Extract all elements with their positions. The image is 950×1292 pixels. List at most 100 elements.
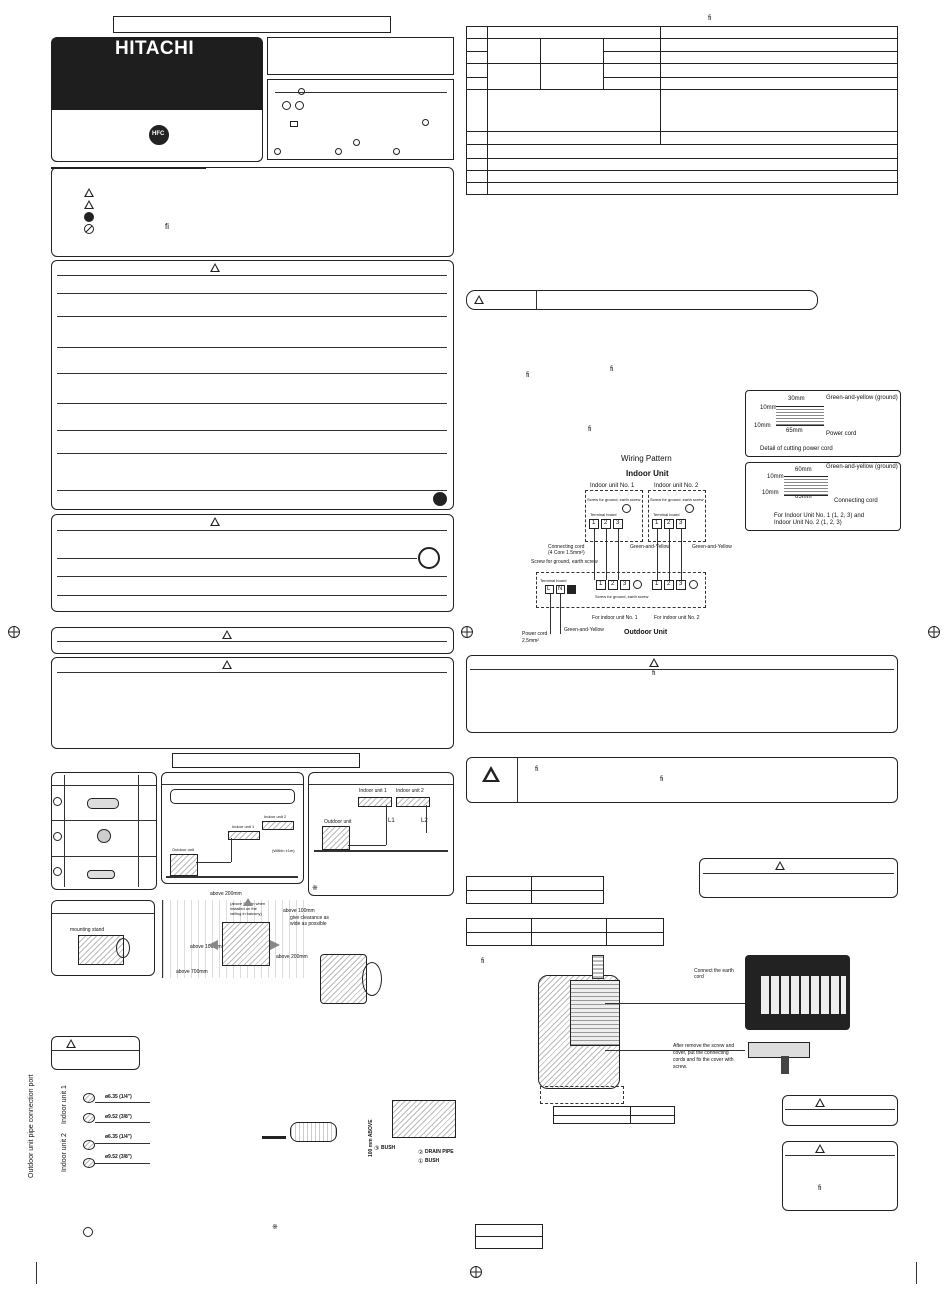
small-warning-box-1 bbox=[782, 1095, 898, 1126]
dot-symbol-icon-2 bbox=[422, 119, 429, 126]
circle-symbol-icon bbox=[282, 101, 291, 110]
drain-hose-graphic bbox=[290, 1122, 337, 1142]
power-terminal-l bbox=[545, 585, 554, 594]
outdoor-2-t2: 2 bbox=[667, 581, 671, 587]
wiring-caution-strip bbox=[466, 290, 818, 310]
small-table-2 bbox=[466, 918, 664, 946]
precautions-box bbox=[51, 167, 454, 257]
dot-symbol-icon-5 bbox=[335, 148, 342, 155]
outdoor-unit-side-graphic bbox=[320, 954, 367, 1004]
mounting-stand-box bbox=[51, 900, 155, 976]
after-remove-3: cords and fix the cover with bbox=[673, 1057, 734, 1063]
small-table-3 bbox=[553, 1106, 675, 1124]
reference-mark: ※ bbox=[312, 885, 318, 892]
above-200b-label: above 200mm bbox=[276, 954, 308, 960]
pipe-indoor-1-label: Indoor unit 1 bbox=[61, 1085, 68, 1124]
outdoor-unit-clearance-graphic bbox=[222, 922, 270, 966]
drain-pipe-number: ② bbox=[418, 1150, 424, 1156]
above-200-note-2: installed on the bbox=[230, 906, 257, 911]
bush-2-label: BUSH bbox=[425, 1158, 440, 1164]
connecting-cord-cutting-box bbox=[745, 462, 901, 531]
dot-symbol-icon-6 bbox=[393, 148, 400, 155]
indoor-2-terminal-3 bbox=[676, 519, 686, 529]
for-no1-label: For indoor unit No. 1 bbox=[592, 615, 638, 621]
outdoor-2-terminal-3 bbox=[676, 580, 686, 590]
outdoor-1-terminal-3 bbox=[620, 580, 630, 590]
pipe-indoor-2-label: Indoor unit 2 bbox=[61, 1133, 68, 1172]
bush-1-label: BUSH bbox=[381, 1145, 396, 1151]
pipe-diameter-4: ø9.52 (3/8") bbox=[105, 1154, 132, 1160]
fi-glyph-6: ﬁ bbox=[535, 766, 539, 773]
connecting-cord-label: Connecting cord bbox=[834, 498, 878, 504]
indoor-2-terminal-zone bbox=[648, 490, 706, 542]
precautions-header bbox=[51, 167, 206, 169]
warning-box-right bbox=[466, 757, 898, 803]
l2-label: L2 bbox=[421, 818, 428, 824]
wiring-indoor-no2: Indoor unit No. 2 bbox=[654, 483, 699, 489]
pipe-diameter-1: ø6.35 (1/4") bbox=[105, 1094, 132, 1100]
outdoor-2-ground-icon bbox=[689, 580, 698, 589]
intro-box bbox=[267, 37, 454, 75]
caution-triangle-icon bbox=[84, 200, 94, 209]
small-warning-box-1-icon bbox=[815, 1098, 825, 1107]
fi-glyph-3: ﬁ bbox=[526, 372, 530, 379]
after-remove-2: cover, put the connecting bbox=[673, 1050, 729, 1056]
wiring-caution-box bbox=[466, 655, 898, 733]
circle-symbol-icon-2 bbox=[295, 101, 304, 110]
above-100-label: above 100mm bbox=[283, 908, 315, 914]
fi-glyph-top: ﬁ bbox=[708, 15, 712, 22]
wiring-pattern-title: Wiring Pattern bbox=[621, 454, 672, 463]
fi-glyph-7: ﬁ bbox=[660, 776, 664, 783]
indoor-unit-1-graphic-2 bbox=[358, 797, 392, 807]
outdoor-2-t3: 3 bbox=[679, 581, 683, 587]
connect-earth-label: Connect the earth cord bbox=[694, 968, 734, 980]
wiring-caution-icon bbox=[474, 295, 484, 304]
indoor-1-terminal-zone bbox=[585, 490, 643, 542]
power-terminal-ground bbox=[567, 585, 576, 594]
indoor-unit-2-graphic bbox=[262, 821, 294, 830]
part-number-3 bbox=[53, 867, 62, 876]
valve-icon-1 bbox=[83, 1093, 95, 1103]
conn-cut-60mm: 60mm bbox=[795, 467, 812, 473]
screw-ground-lower-label: Screw for ground, earth screw bbox=[595, 594, 649, 599]
fi-glyph-5: ﬁ bbox=[652, 670, 656, 677]
title-bar bbox=[113, 16, 391, 33]
clearance-arrow-up bbox=[243, 898, 253, 906]
fi-glyph: ﬁ bbox=[165, 222, 169, 231]
indoor-unit-1-graphic bbox=[228, 831, 260, 840]
indoor-1-terminal-label: Terminal board bbox=[590, 512, 617, 517]
registration-mark-bottom bbox=[470, 1266, 482, 1278]
power-cut-caption: Detail of cutting power cord bbox=[760, 446, 833, 452]
outdoor-2-t1: 1 bbox=[655, 581, 659, 587]
indoor-unit-2-label: Indoor unit 2 bbox=[264, 814, 287, 819]
warning-header-icon bbox=[210, 263, 220, 272]
outdoor-1-t3: 3 bbox=[623, 581, 627, 587]
outdoor-1-terminal-1 bbox=[596, 580, 606, 590]
power-cord-cutting-box bbox=[745, 390, 901, 457]
caution-section-2 bbox=[51, 657, 454, 749]
outdoor-unit-graphic bbox=[170, 854, 198, 876]
power-cut-10mm: 10mm bbox=[760, 405, 777, 411]
give-clearance-label-2: wide as possible bbox=[290, 921, 327, 927]
ground-wiring-label: Green-and-Yellow bbox=[564, 627, 604, 633]
indoor-2-terminal-label: Terminal board bbox=[653, 512, 680, 517]
power-terminal-n bbox=[556, 585, 565, 594]
small-caution-box bbox=[51, 1036, 140, 1070]
must-do-icon bbox=[84, 212, 94, 222]
indoor-1-t3: 3 bbox=[616, 520, 620, 526]
terminal-strip-graphic bbox=[760, 975, 847, 1015]
cover-graphic bbox=[748, 1042, 810, 1058]
drain-pipe-part-icon bbox=[97, 829, 111, 843]
outdoor-label-2: Outdoor unit bbox=[324, 819, 352, 825]
spec-table bbox=[466, 25, 898, 196]
power-t-l: L bbox=[547, 586, 551, 592]
parts-list-box bbox=[51, 772, 157, 890]
fi-glyph-4: ﬁ bbox=[588, 426, 592, 433]
must-do-icon-2 bbox=[433, 492, 447, 506]
hitachi-logo: HITACHI bbox=[115, 38, 195, 59]
clearance-arrow-left bbox=[208, 940, 218, 950]
outdoor-unit-label: Outdoor unit bbox=[172, 847, 195, 852]
control-panel-graphic bbox=[570, 980, 620, 1046]
unit-base-graphic bbox=[392, 1100, 456, 1138]
valve-icon-4 bbox=[83, 1158, 95, 1168]
